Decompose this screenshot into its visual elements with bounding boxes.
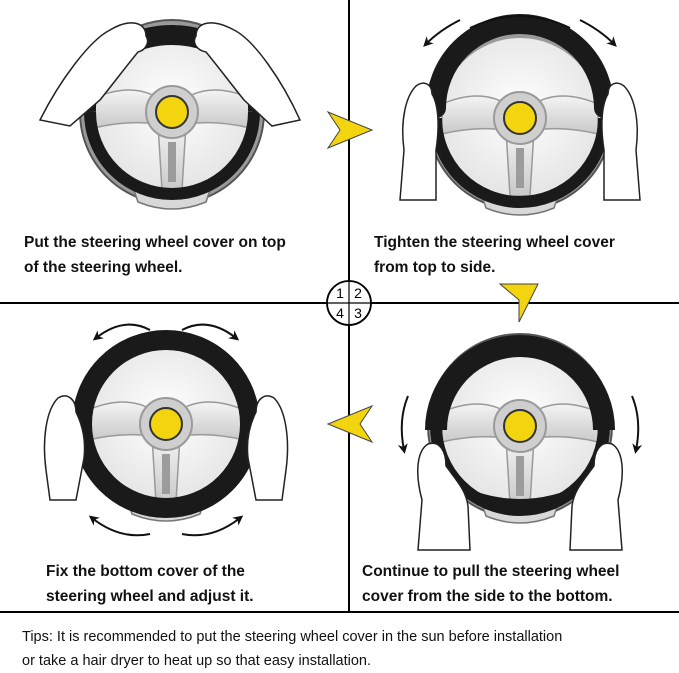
direction-arrow-icon: [326, 110, 374, 150]
rotation-arrow-icon: [631, 395, 643, 454]
step-3-illustration: [397, 333, 643, 551]
rotation-arrow-icon: [397, 395, 409, 454]
step-4-illustration: [43, 323, 289, 537]
badge-number-4: 4: [336, 305, 344, 321]
step-1-illustration: [38, 19, 302, 210]
rotation-arrow-icon: [92, 323, 151, 341]
hand-icon: [43, 395, 86, 501]
step-3-caption-line2: cover from the side to the bottom.: [362, 588, 613, 605]
step-1-caption-line2: of the steering wheel.: [24, 259, 183, 276]
step-number-badge: 1 2 3 4: [326, 280, 372, 326]
step-3-caption: Continue to pull the steering wheel cove…: [362, 559, 619, 609]
wheel-cover-top: [425, 335, 615, 431]
rotation-arrow-icon: [423, 19, 461, 47]
tips-text: Tips: It is recommended to put the steer…: [22, 625, 672, 673]
rotation-arrow-icon: [181, 323, 240, 341]
step-1-caption: Put the steering wheel cover on top of t…: [24, 230, 286, 280]
step-4-caption-line2: steering wheel and adjust it.: [46, 588, 254, 605]
tips-line2: or take a hair dryer to heat up so that …: [22, 653, 372, 669]
direction-arrow-icon: [326, 404, 374, 444]
hand-icon: [399, 82, 439, 201]
step-2-caption: Tighten the steering wheel cover from to…: [374, 230, 615, 280]
hand-icon: [416, 442, 471, 551]
hand-icon: [193, 22, 302, 127]
hand-icon: [569, 442, 624, 551]
tips-line1: Tips: It is recommended to put the steer…: [22, 629, 563, 645]
badge-number-2: 2: [354, 285, 362, 301]
direction-arrow-icon: [498, 283, 539, 323]
step-2-caption-line2: from top to side.: [374, 259, 496, 276]
badge-number-3: 3: [354, 305, 362, 321]
rotation-arrow-icon: [579, 19, 617, 47]
hand-icon: [246, 395, 289, 501]
step-4-caption-line1: Fix the bottom cover of the: [46, 563, 245, 580]
rotation-arrow-icon: [181, 515, 244, 537]
step-4-caption: Fix the bottom cover of the steering whe…: [46, 559, 254, 609]
hand-icon: [38, 22, 149, 127]
step-1-caption-line1: Put the steering wheel cover on top: [24, 234, 286, 251]
step-2-illustration: [399, 14, 641, 216]
step-3-caption-line1: Continue to pull the steering wheel: [362, 563, 620, 580]
badge-number-1: 1: [336, 285, 344, 301]
wheel-cover-top: [426, 14, 614, 118]
wheel-cover-full: [72, 330, 260, 518]
step-2-caption-line1: Tighten the steering wheel cover: [374, 234, 615, 251]
rotation-arrow-icon: [88, 515, 151, 537]
hand-icon: [601, 82, 641, 201]
rotation-arrow-icon: [469, 15, 571, 29]
